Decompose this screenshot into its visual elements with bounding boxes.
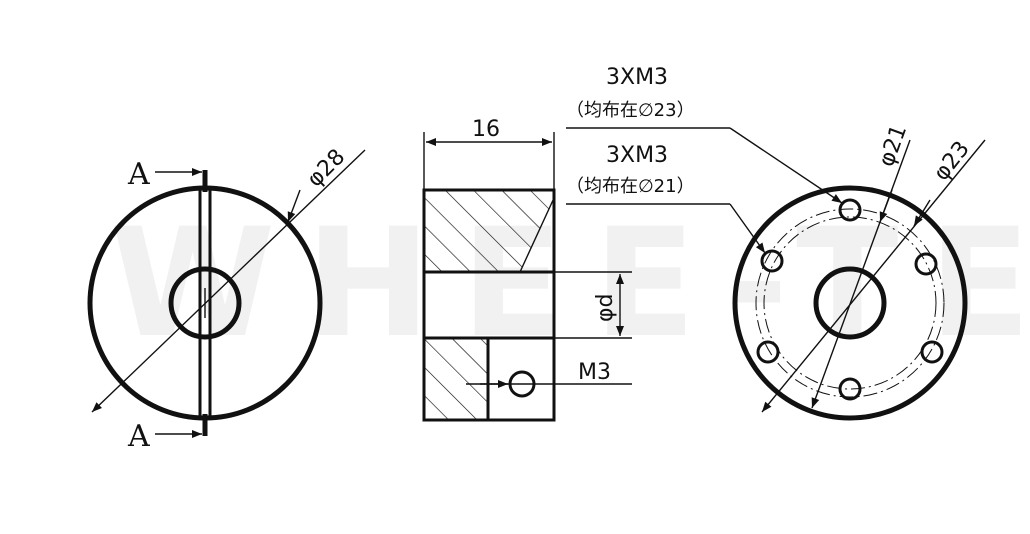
callout-bottom-line2: （均布在∅21）	[566, 176, 695, 197]
hole-21-upper-right	[914, 252, 938, 276]
left-dia-line	[91, 149, 366, 413]
callout-top-line1: 3XM3	[606, 65, 668, 90]
bore-label: φd	[593, 294, 618, 322]
cone-line	[519, 197, 555, 273]
section-label-top: A	[127, 157, 150, 192]
right-bore-circle	[813, 266, 887, 340]
dia-21-line	[811, 139, 911, 409]
dia-21-label: φ21	[874, 122, 912, 171]
left-bore-circle	[168, 266, 242, 340]
left-dia-label: φ28	[303, 145, 351, 193]
hatch-lower	[424, 338, 488, 420]
callout-top-line2: （均布在∅23）	[566, 100, 695, 121]
hatch-upper	[424, 190, 554, 272]
hole-23-lower-right	[920, 340, 944, 364]
left-view: A A φ28	[87, 145, 366, 454]
hole-21-bottom	[838, 377, 862, 401]
callout-bottom-leader	[729, 203, 766, 254]
middle-view: 16 φd M3	[422, 117, 632, 422]
callout-bottom-line1: 3XM3	[606, 143, 668, 168]
pitch-circle-21	[763, 216, 937, 390]
width-label: 16	[472, 117, 500, 142]
callout-top-leader	[729, 127, 843, 204]
watermark: WHEE-TEC	[110, 197, 1030, 371]
dia-21-arrow-top	[879, 189, 893, 223]
dia-23-line	[761, 139, 986, 413]
pitch-circle-23	[755, 208, 945, 398]
hole-21-upper-left	[760, 249, 784, 273]
hole-23-top	[838, 198, 862, 222]
dia-23-arrow-top	[913, 199, 931, 227]
hole-23-lower-left	[756, 340, 780, 364]
right-outer-circle	[732, 185, 968, 421]
screw-label: M3	[578, 360, 611, 385]
left-dia-arrow-outer	[287, 189, 301, 223]
section-label-bottom: A	[127, 419, 150, 454]
